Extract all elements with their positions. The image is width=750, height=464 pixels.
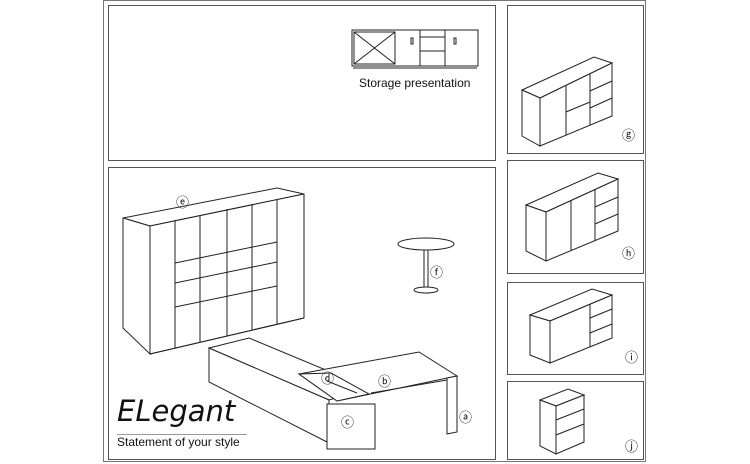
label-i: ⓘ bbox=[625, 350, 639, 365]
storage-front-view-drawing bbox=[351, 29, 479, 69]
storage-presentation-panel: Storage presentation bbox=[108, 5, 496, 161]
brand-divider bbox=[117, 434, 247, 435]
brand-logo: ELegant bbox=[117, 394, 236, 428]
label-j: ⓙ bbox=[625, 439, 639, 454]
office-furniture-drawing bbox=[122, 187, 459, 450]
brand-slogan: Statement of your style bbox=[117, 435, 240, 449]
label-a: ⓐ bbox=[459, 410, 473, 425]
sideboard-h-drawing bbox=[524, 172, 620, 262]
main-product-panel: ⓔ ⓕ ⓓ ⓑ ⓒ ⓐ ELegant Statement of your st… bbox=[108, 167, 496, 460]
product-i-panel: ⓘ bbox=[507, 282, 644, 375]
storage-caption: Storage presentation bbox=[359, 76, 471, 90]
label-e: ⓔ bbox=[176, 195, 190, 210]
product-g-panel: ⓖ bbox=[507, 5, 644, 154]
pedestal-j-drawing bbox=[538, 388, 586, 455]
label-h: ⓗ bbox=[622, 246, 636, 261]
sideboard-i-drawing bbox=[528, 288, 614, 364]
product-h-panel: ⓗ bbox=[507, 160, 644, 274]
label-d: ⓓ bbox=[321, 371, 335, 386]
sideboard-g-drawing bbox=[520, 56, 614, 147]
label-f: ⓕ bbox=[430, 265, 444, 280]
catalog-frame bbox=[103, 0, 646, 462]
label-g: ⓖ bbox=[622, 128, 636, 143]
label-c: ⓒ bbox=[341, 415, 355, 430]
label-b: ⓑ bbox=[378, 374, 392, 389]
product-j-panel: ⓙ bbox=[507, 381, 644, 460]
